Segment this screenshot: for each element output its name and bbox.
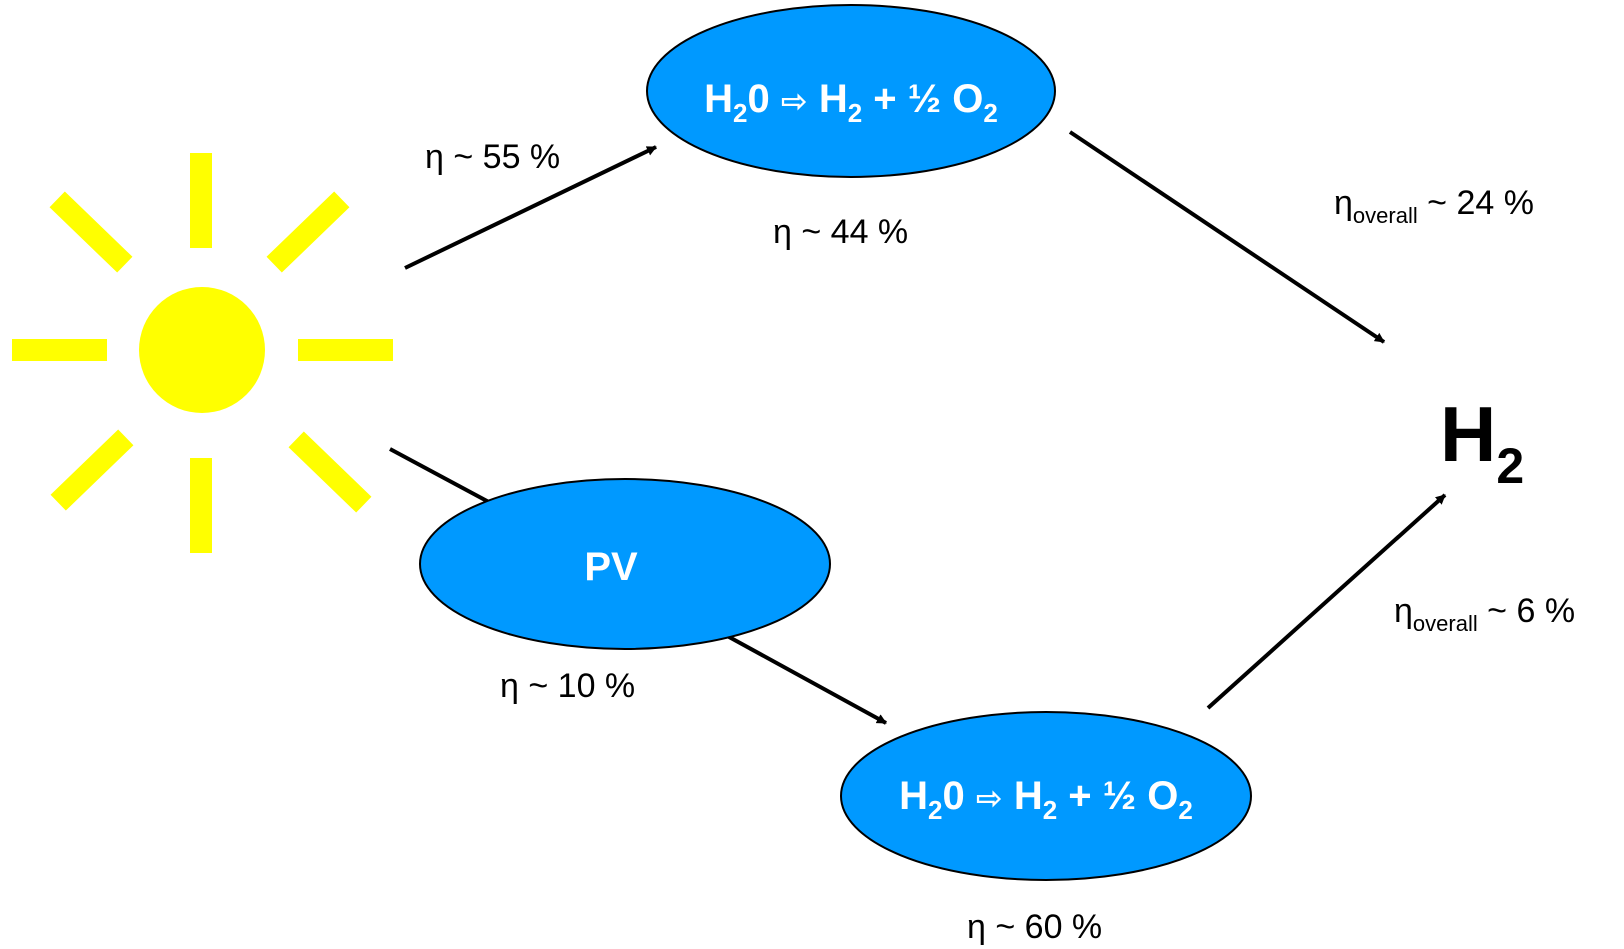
efficiency-labels: η ~ 55 % η ~ 44 % η ~ 10 % η ~ 60 % ηove… bbox=[425, 138, 1575, 946]
bottom-reaction-ellipse bbox=[840, 711, 1252, 881]
bottom-reaction-arrow-icon: ⇨ bbox=[976, 779, 1003, 817]
eta-bottom-reaction-label: η ~ 60 % bbox=[967, 908, 1102, 946]
sun-icon bbox=[12, 153, 393, 553]
bottom-reaction-zero: 0 bbox=[943, 774, 965, 818]
overall-top-label: ηoverall ~ 24 % bbox=[1334, 184, 1534, 228]
top-reaction-oxygen: + ½ O bbox=[862, 77, 983, 121]
overall-bottom-label: ηoverall ~ 6 % bbox=[1394, 592, 1575, 636]
top-reaction-oxygen-sub: 2 bbox=[983, 98, 997, 128]
bottom-reaction-product-h-sub: 2 bbox=[1043, 795, 1057, 825]
top-reaction-node: H20 ⇨ H2 + ½ O2 bbox=[646, 4, 1056, 178]
overall-top-sub: overall bbox=[1353, 203, 1418, 228]
sun-disc bbox=[139, 287, 265, 413]
bottom-reaction-node: H20 ⇨ H2 + ½ O2 bbox=[840, 711, 1252, 881]
arrow-sun-to-top-reaction bbox=[404, 145, 657, 270]
bottom-reaction-product-h: H bbox=[1014, 774, 1043, 818]
bottom-reaction-equation: H20 ⇨ H2 + ½ O2 bbox=[899, 774, 1193, 825]
pv-ellipse bbox=[419, 478, 831, 650]
top-reaction-product-h: H bbox=[819, 77, 848, 121]
top-reaction-ellipse bbox=[646, 4, 1056, 178]
top-reaction-product-h-sub: 2 bbox=[848, 98, 862, 128]
product-h2: H2 bbox=[1440, 390, 1524, 494]
line-sun-to-pv bbox=[389, 447, 501, 510]
arrow-pv-to-bottom-reaction bbox=[719, 630, 887, 725]
bottom-reaction-h-sub: 2 bbox=[928, 795, 942, 825]
eta-top-reaction-label: η ~ 44 % bbox=[773, 213, 908, 251]
product-h: H bbox=[1440, 390, 1496, 478]
top-reaction-h-sub: 2 bbox=[733, 98, 747, 128]
overall-top-eta: η bbox=[1334, 184, 1353, 222]
product-h-sub: 2 bbox=[1496, 438, 1524, 494]
arrow-bottom-reaction-to-h2 bbox=[1206, 493, 1447, 710]
overall-top-value: ~ 24 % bbox=[1418, 184, 1534, 222]
eta-sun-to-top-label: η ~ 55 % bbox=[425, 138, 560, 176]
bottom-reaction-oxygen-sub: 2 bbox=[1178, 795, 1192, 825]
pv-node: PV bbox=[419, 478, 831, 650]
arrow-top-reaction-to-h2 bbox=[1068, 130, 1386, 344]
overall-bottom-value: ~ 6 % bbox=[1478, 592, 1575, 630]
top-reaction-arrow-icon: ⇨ bbox=[781, 82, 808, 120]
eta-pv-label: η ~ 10 % bbox=[500, 667, 635, 705]
overall-bottom-sub: overall bbox=[1413, 611, 1478, 636]
bottom-reaction-h: H bbox=[899, 774, 928, 818]
top-reaction-equation: H20 ⇨ H2 + ½ O2 bbox=[704, 77, 998, 128]
sun-rays bbox=[12, 153, 393, 553]
pv-label: PV bbox=[584, 545, 638, 589]
top-reaction-zero: 0 bbox=[748, 77, 770, 121]
top-reaction-h: H bbox=[704, 77, 733, 121]
bottom-reaction-oxygen: + ½ O bbox=[1057, 774, 1178, 818]
connectors bbox=[389, 130, 1447, 725]
overall-bottom-eta: η bbox=[1394, 592, 1413, 630]
